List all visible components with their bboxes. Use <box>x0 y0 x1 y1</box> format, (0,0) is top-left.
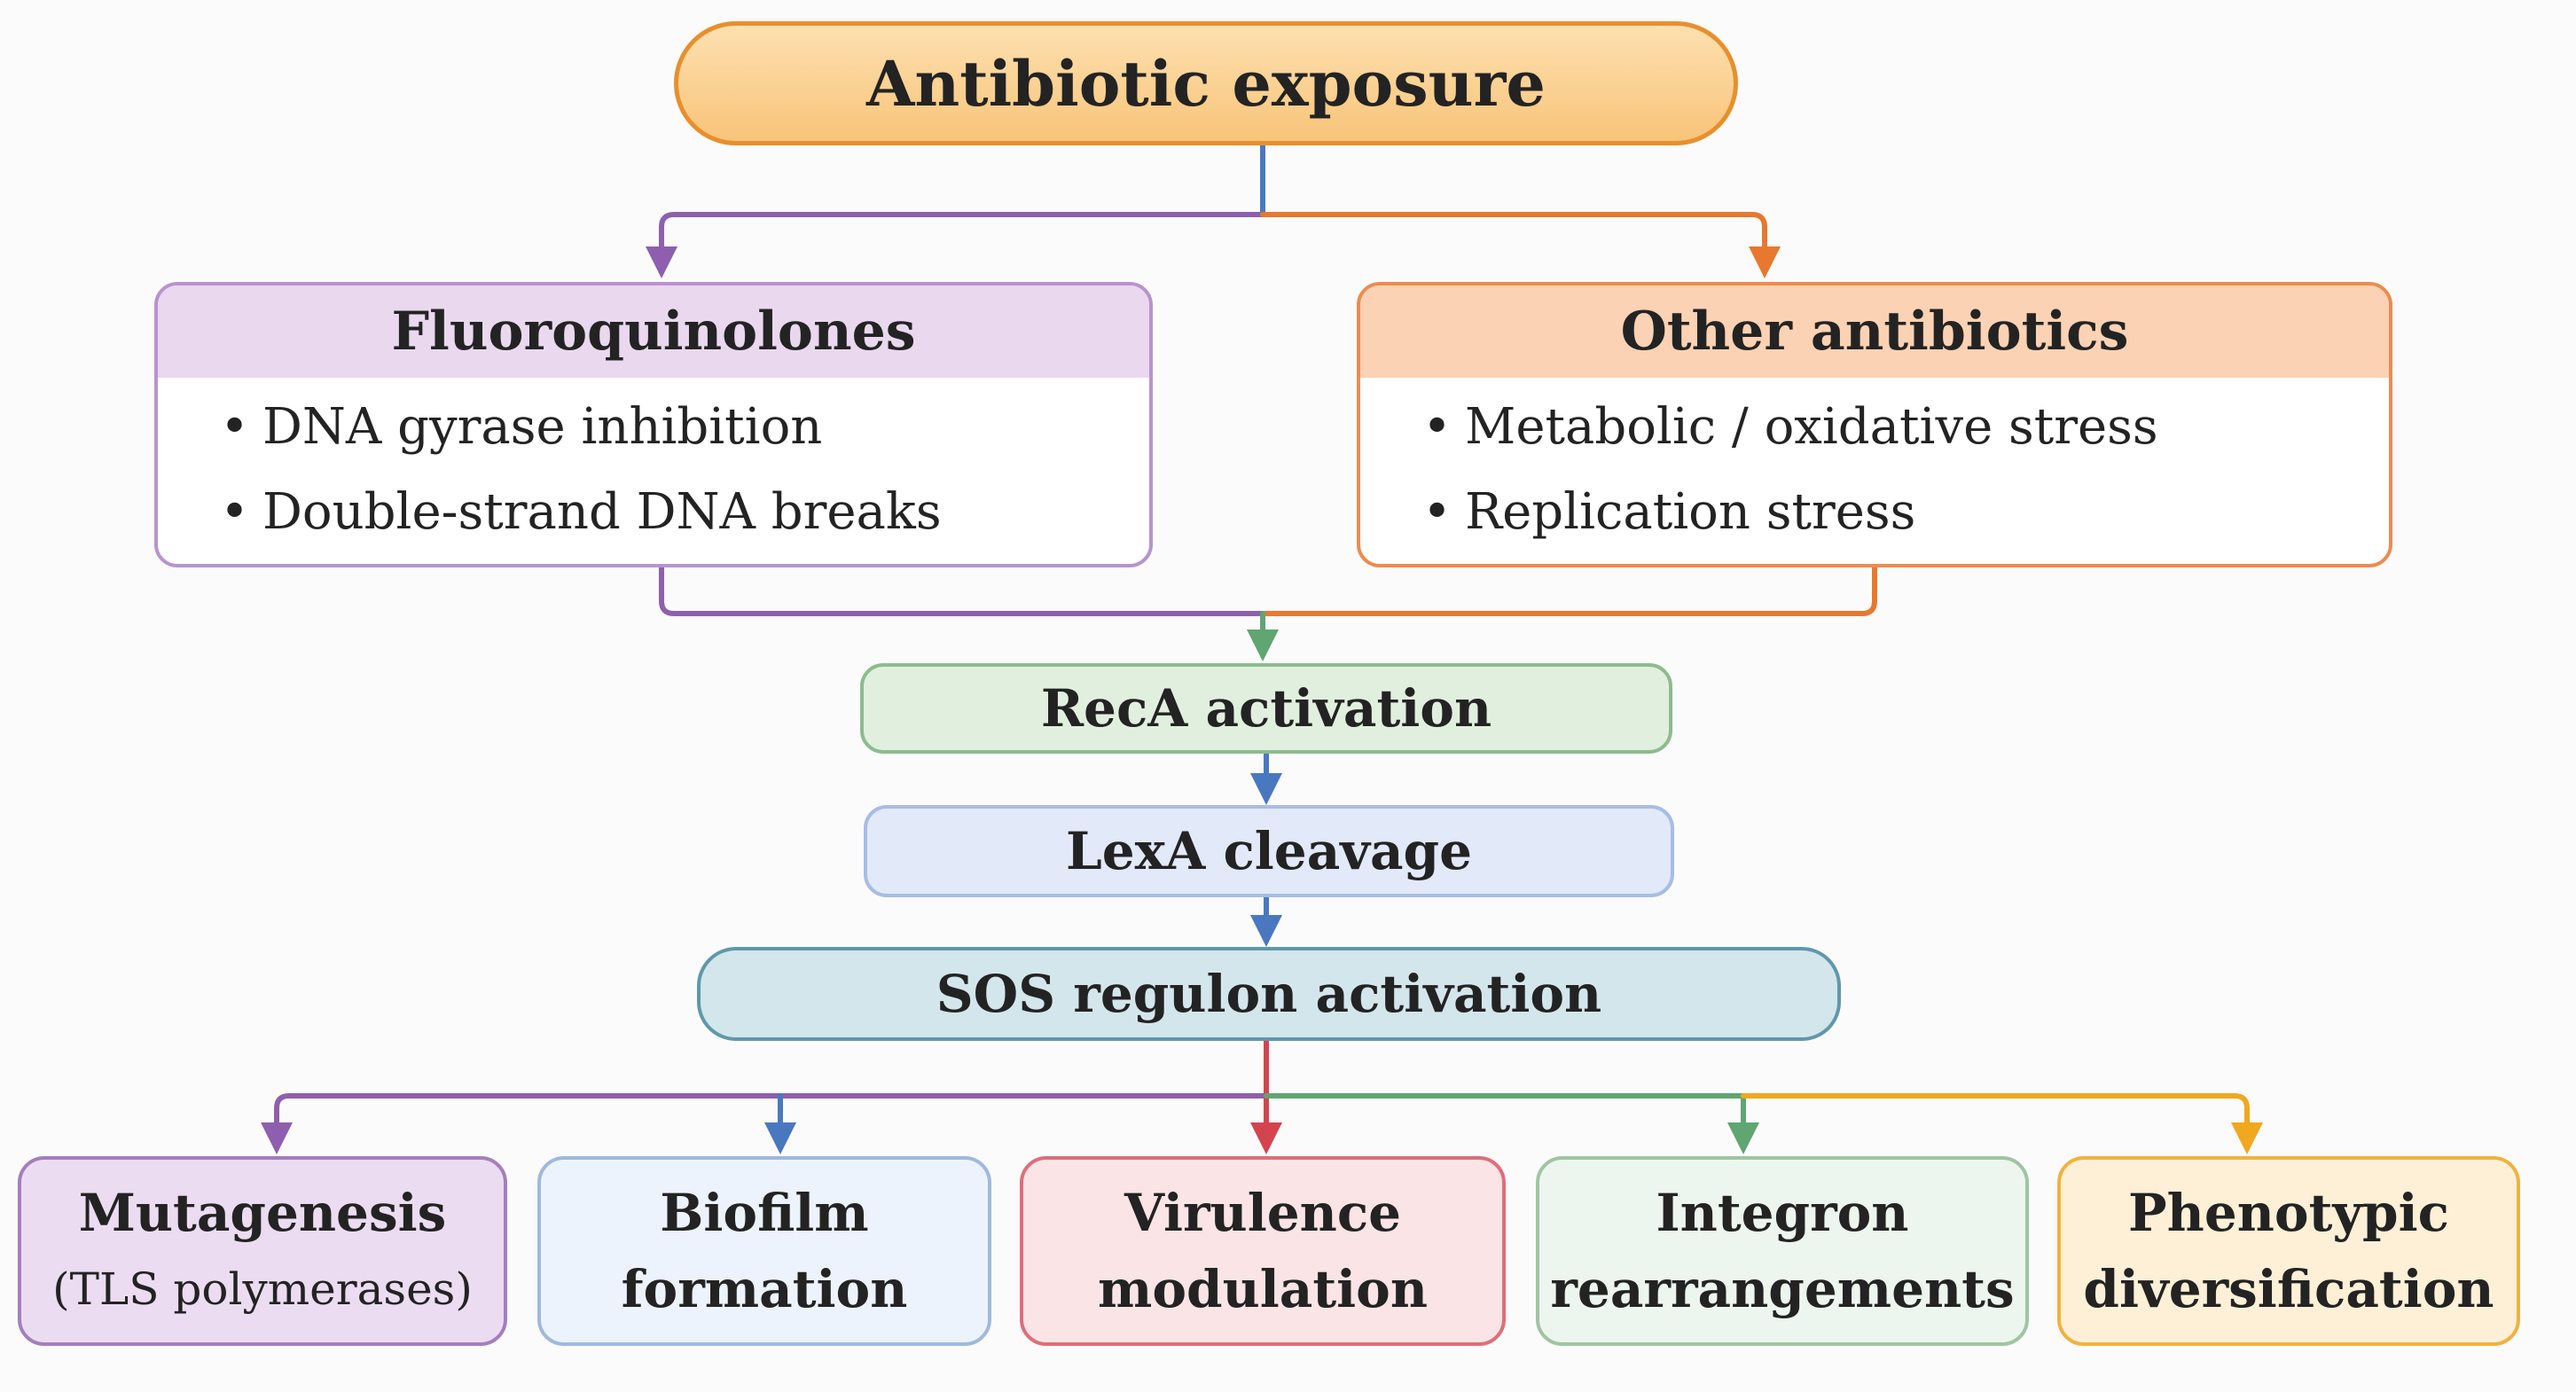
merge-from-other-antibiotics <box>1260 565 1877 616</box>
other-antibiotics-card: Other antibiotics Metabolic / oxidative … <box>1357 282 2392 567</box>
outcome-title: Integron <box>1656 1183 1909 1243</box>
outcome-title: Virulence <box>1124 1183 1402 1243</box>
lexa-cleavage-node: LexA cleavage <box>864 805 1674 897</box>
phenotypic-diversification-node: Phenotypic diversification <box>2057 1156 2520 1346</box>
outcome-title-line2: rearrangements <box>1550 1259 2015 1319</box>
other-antibiotics-title: Other antibiotics <box>1360 285 2389 378</box>
outcome-title: Mutagenesis <box>78 1183 447 1243</box>
merge-from-fluoroquinolones <box>659 565 1265 616</box>
mutagenesis-node: Mutagenesis (TLS polymerases) <box>18 1156 507 1346</box>
fluoroquinolones-bullets: DNA gyrase inhibition Double-strand DNA … <box>158 378 1149 555</box>
bullet-item: Metabolic / oxidative stress <box>1422 385 2389 470</box>
fluoroquinolones-card: Fluoroquinolones DNA gyrase inhibition D… <box>154 282 1153 567</box>
antibiotic-exposure-node: Antibiotic exposure <box>674 21 1738 145</box>
outcome-title: Biofilm <box>660 1183 869 1243</box>
sos-regulon-node: SOS regulon activation <box>697 947 1841 1041</box>
outcome-subtitle: (TLS polymerases) <box>52 1263 473 1315</box>
bus-right-green <box>1264 1093 1759 1154</box>
outcome-title: Phenotypic <box>2128 1183 2449 1243</box>
biofilm-formation-node: Biofilm formation <box>537 1156 991 1346</box>
bullet-item: DNA gyrase inhibition <box>220 385 1149 470</box>
sos-regulon-label: SOS regulon activation <box>936 964 1602 1024</box>
reca-activation-label: RecA activation <box>1040 678 1492 739</box>
outcome-title-line2: diversification <box>2083 1259 2494 1319</box>
integron-rearrangements-node: Integron rearrangements <box>1536 1156 2029 1346</box>
outcome-title-line2: modulation <box>1097 1259 1429 1319</box>
arrow-to-other-antibiotics <box>1260 212 1781 278</box>
outcome-title-line2: formation <box>621 1259 908 1319</box>
fluoroquinolones-title: Fluoroquinolones <box>158 285 1149 378</box>
arrow-to-fluoroquinolones <box>646 212 1265 278</box>
bus-right-gold <box>1741 1093 2263 1154</box>
bus-left <box>261 1093 1269 1154</box>
virulence-modulation-node: Virulence modulation <box>1020 1156 1506 1346</box>
bullet-item: Replication stress <box>1422 470 2389 555</box>
antibiotic-exposure-label: Antibiotic exposure <box>866 46 1546 121</box>
bullet-item: Double-strand DNA breaks <box>220 470 1149 555</box>
other-antibiotics-bullets: Metabolic / oxidative stress Replication… <box>1360 378 2389 555</box>
reca-activation-node: RecA activation <box>860 663 1672 754</box>
lexa-cleavage-label: LexA cleavage <box>1065 821 1473 881</box>
